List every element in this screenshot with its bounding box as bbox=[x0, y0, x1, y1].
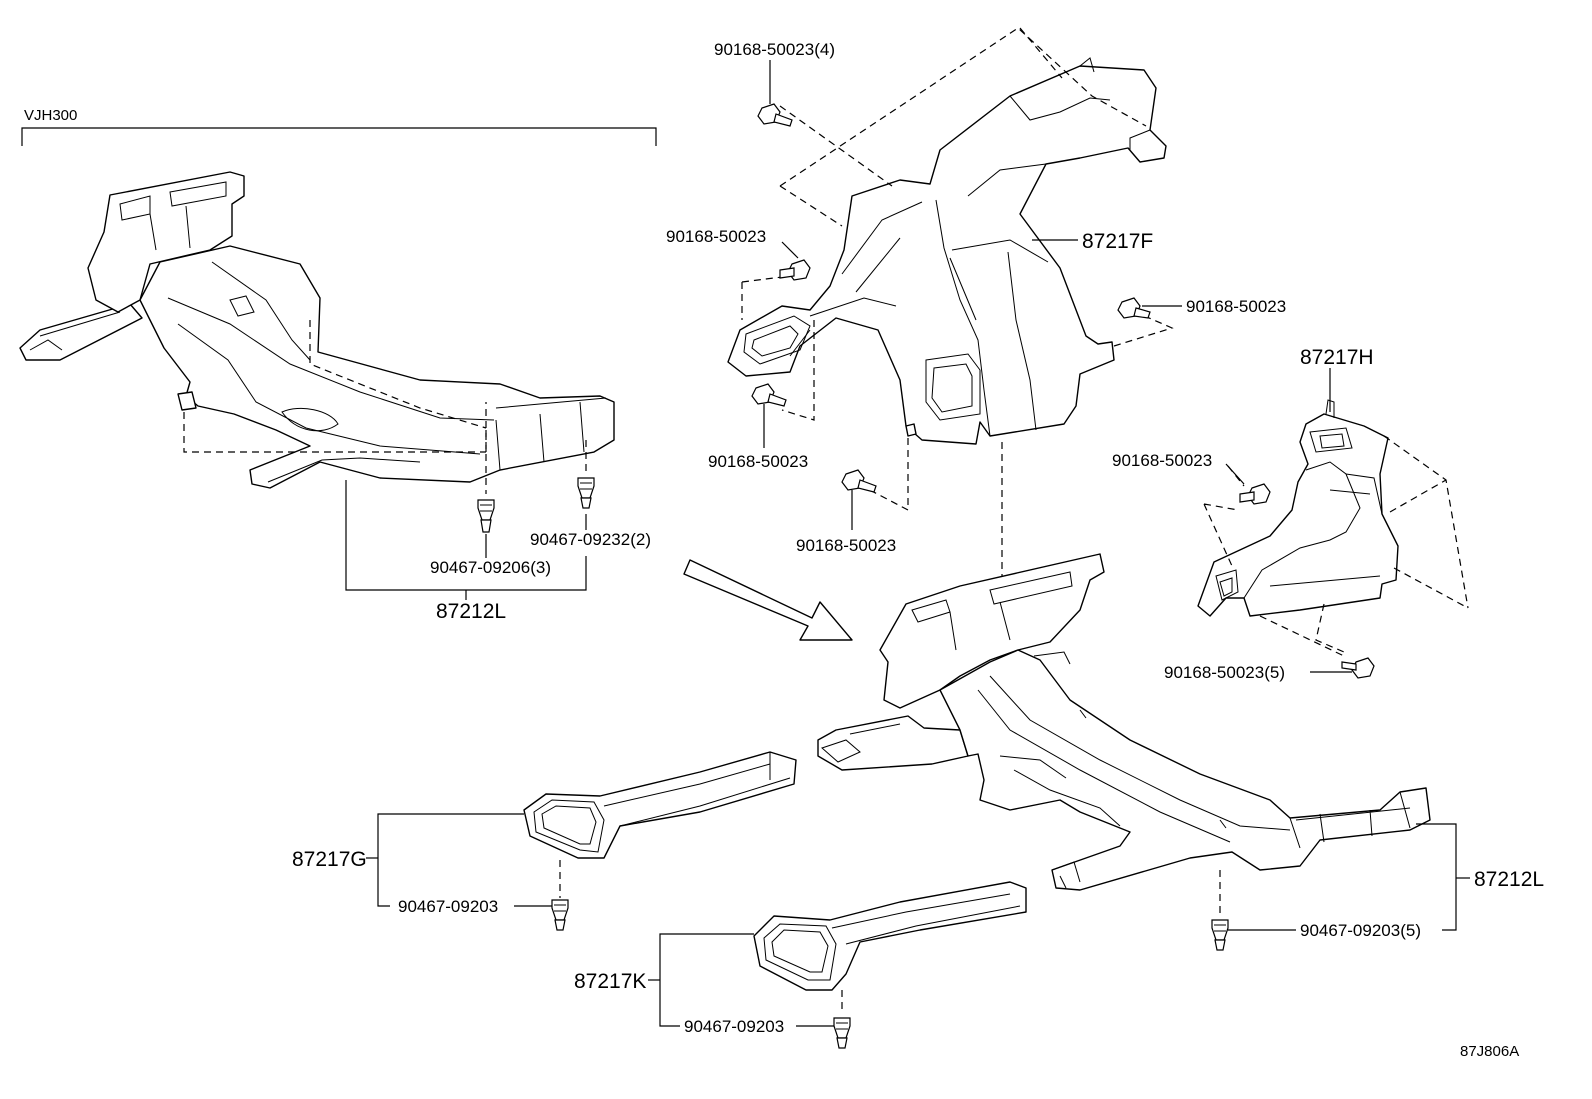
diagram-id: 87J806A bbox=[1460, 1043, 1519, 1060]
label-90168-50023-d: 90168-50023 bbox=[1186, 297, 1286, 316]
bolt-90168-50023-b bbox=[751, 383, 787, 407]
label-90467-09232: 90467-09232(2) bbox=[530, 530, 651, 549]
label-90467-09203-k: 90467-09203 bbox=[684, 1017, 784, 1036]
bolt-90168-50023-d bbox=[1117, 297, 1151, 319]
bolt-90168-50023-c bbox=[841, 469, 877, 493]
label-87212l-upper: 87212L bbox=[436, 600, 506, 623]
label-90168-50023-c: 90168-50023 bbox=[796, 536, 896, 555]
duct-87217g[interactable] bbox=[523, 751, 797, 859]
label-87217h: 87217H bbox=[1300, 346, 1374, 369]
bolt-90168-50023-4 bbox=[757, 103, 793, 127]
label-87217k: 87217K bbox=[574, 970, 646, 993]
label-90467-09206: 90467-09206(3) bbox=[430, 558, 551, 577]
duct-87217k[interactable] bbox=[753, 881, 1027, 991]
bolt-90168-50023-e bbox=[1239, 483, 1271, 505]
variant-label: VJH300 bbox=[24, 107, 77, 124]
bolt-90168-50023-a bbox=[779, 259, 811, 281]
label-90168-50023-5: 90168-50023(5) bbox=[1164, 663, 1285, 682]
label-90168-50023-e: 90168-50023 bbox=[1112, 451, 1212, 470]
label-90168-50023-4: 90168-50023(4) bbox=[714, 40, 835, 59]
label-87217f: 87217F bbox=[1082, 230, 1153, 253]
bolt-90168-50023-5 bbox=[1341, 657, 1375, 679]
label-90168-50023-a: 90168-50023 bbox=[666, 227, 766, 246]
clip-90467-09203-g bbox=[551, 899, 569, 931]
transition-arrow bbox=[683, 559, 853, 641]
duct-87217f[interactable] bbox=[727, 57, 1167, 445]
variant-bracket: VJH300 bbox=[21, 107, 657, 146]
clip-90467-09232 bbox=[577, 477, 595, 509]
label-90467-09203-5: 90467-09203(5) bbox=[1300, 921, 1421, 940]
clip-90467-09203-5 bbox=[1211, 919, 1229, 951]
label-87212l-lower: 87212L bbox=[1474, 868, 1544, 891]
label-87217g: 87217G bbox=[292, 848, 367, 871]
label-90168-50023-b: 90168-50023 bbox=[708, 452, 808, 471]
clip-90467-09206 bbox=[477, 499, 495, 533]
label-90467-09203-g: 90467-09203 bbox=[398, 897, 498, 916]
duct-87217h[interactable] bbox=[1197, 399, 1399, 617]
clip-90467-09203-k bbox=[833, 1017, 851, 1049]
duct-87212l-lower[interactable] bbox=[817, 553, 1431, 891]
duct-87212l-upper[interactable] bbox=[19, 171, 615, 489]
